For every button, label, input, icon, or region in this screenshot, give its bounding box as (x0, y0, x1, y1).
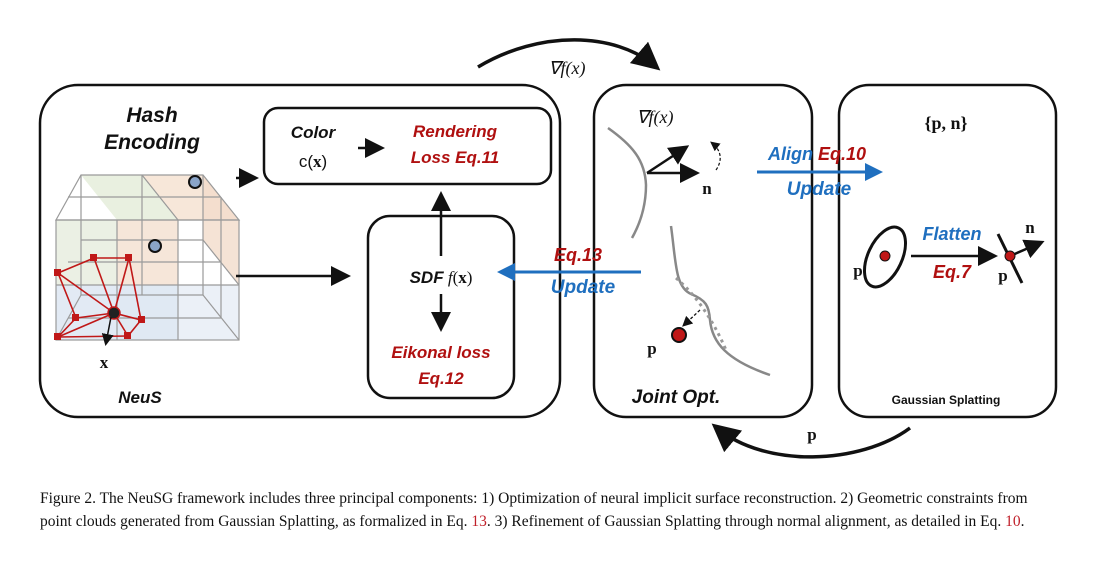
surface-curve-upper (607, 126, 648, 239)
eikonal-loss-line1: Eikonal loss (391, 343, 490, 362)
hash-encoding-title-line1: Hash (126, 104, 177, 127)
rendering-loss-line1: Rendering (413, 122, 498, 141)
surface-curve-lower (669, 225, 771, 377)
sample-point (107, 306, 121, 320)
bottom-curved-arrow (711, 423, 912, 459)
neus-title: NeuS (118, 388, 162, 407)
joint-point-p (671, 327, 687, 343)
flat-gaussian-center (1004, 250, 1016, 262)
surface-curve-dotted (675, 276, 728, 351)
sdf-label: SDF f(x) (410, 268, 473, 287)
joint-p-label: p (647, 339, 656, 358)
projection-arrow (682, 309, 701, 327)
joint-opt-panel (592, 83, 814, 419)
eq7-label: Eq.7 (933, 262, 972, 282)
joint-opt-title: Joint Opt. (632, 387, 721, 408)
update-left-label: Update (551, 277, 616, 298)
gaussian-center (879, 250, 891, 262)
top-curved-arrow (477, 38, 661, 71)
gaussian-ellipse (862, 225, 908, 289)
eq10-reference-link[interactable]: 10 (1005, 513, 1021, 530)
joint-n-label: n (702, 179, 712, 198)
hash-encoding-title-line2: Encoding (104, 131, 200, 154)
flatten-label: Flatten (922, 224, 981, 244)
neusg-framework-diagram: Hash Encoding (38, 38, 1058, 459)
hash-grid-cube (54, 174, 241, 341)
joint-grad-label: ∇f(x) (636, 107, 673, 128)
gs-p-left: p (853, 261, 862, 280)
color-box (262, 106, 553, 186)
eq13-label: Eq.13 (554, 245, 602, 265)
bottom-p-label: p (807, 425, 816, 444)
color-function: c(x) (299, 152, 327, 171)
align-label: Align Eq.10 (767, 144, 866, 164)
top-grad-label: ∇f(x) (548, 58, 585, 79)
neus-panel (38, 83, 562, 419)
eq13-reference-link[interactable]: 13 (471, 513, 487, 530)
figure-caption: Figure 2. The NeuSG framework includes t… (40, 490, 1028, 530)
rendering-loss-line2: Loss Eq.11 (411, 148, 500, 167)
gs-p-right: p (998, 266, 1007, 285)
gaussian-splatting-panel (837, 83, 1058, 419)
gs-set-label: {p, n} (924, 113, 967, 133)
eikonal-loss-line2: Eq.12 (418, 369, 464, 388)
x-pointer-arrow (101, 316, 114, 346)
x-label: x (100, 353, 109, 372)
color-label: Color (291, 123, 337, 142)
gaussian-splatting-title: Gaussian Splatting (892, 393, 1001, 407)
gs-n-label: n (1025, 218, 1035, 237)
gradient-arrow (646, 145, 690, 175)
rotation-indicator (710, 141, 721, 171)
update-right-label: Update (787, 179, 852, 200)
